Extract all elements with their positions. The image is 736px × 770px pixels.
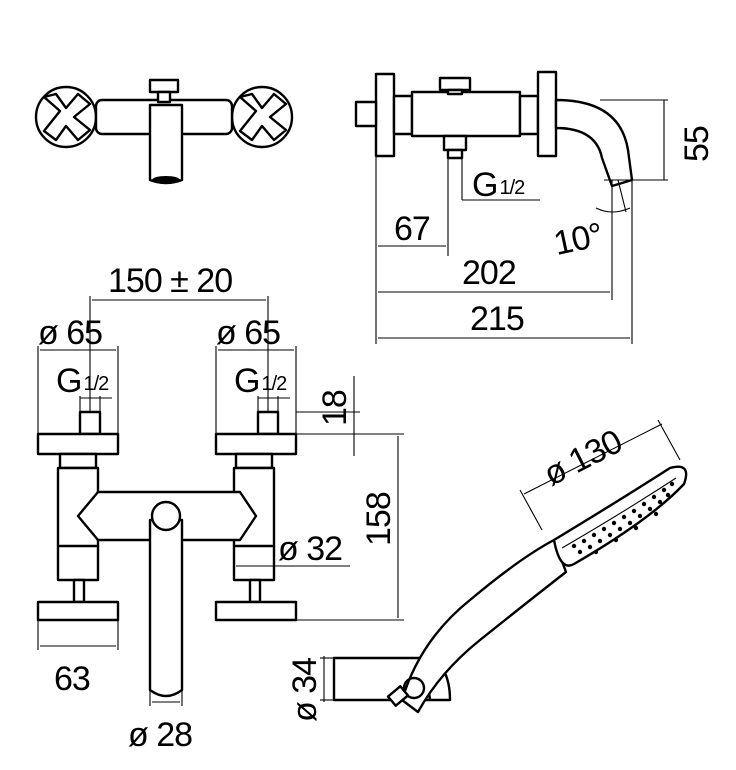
dimension-side-55: 55 [678, 126, 716, 162]
thread-main-right: G [234, 362, 259, 400]
side-view [354, 70, 634, 188]
dimension-height-18: 18 [316, 390, 354, 426]
dimension-diameter-28: ø 28 [128, 716, 192, 754]
front-view [36, 410, 298, 698]
dimension-shower-diameter-130: ø 130 [538, 423, 628, 494]
dimension-diameter-65-left: ø 65 [38, 314, 102, 352]
dimension-angle-10: 10° [550, 216, 605, 263]
top-view [34, 78, 294, 185]
thread-fraction-left: 1/2 [83, 373, 109, 395]
thread-fraction-side: 1/2 [499, 177, 525, 199]
thread-main-side: G [472, 166, 497, 204]
hand-shower [332, 465, 688, 714]
thread-main-left: G [56, 362, 81, 400]
dimension-diameter-65-right: ø 65 [216, 314, 280, 352]
shower-dimension-lines [320, 419, 681, 702]
dimension-diameter-32: ø 32 [278, 530, 342, 568]
front-dimension-lines [37, 296, 404, 706]
shower-spray-holes [571, 481, 675, 555]
side-dimension-lines [375, 99, 668, 344]
dimension-side-67: 67 [394, 210, 430, 248]
dimension-side-215: 215 [470, 300, 524, 338]
dimension-side-202: 202 [462, 254, 516, 292]
dimension-spacing: 150 ± 20 [108, 262, 232, 300]
dimension-width-63: 63 [54, 660, 90, 698]
dimension-height-158: 158 [360, 492, 398, 546]
thread-fraction-right: 1/2 [261, 373, 287, 395]
dimension-holder-diameter-34: ø 34 [286, 658, 324, 722]
